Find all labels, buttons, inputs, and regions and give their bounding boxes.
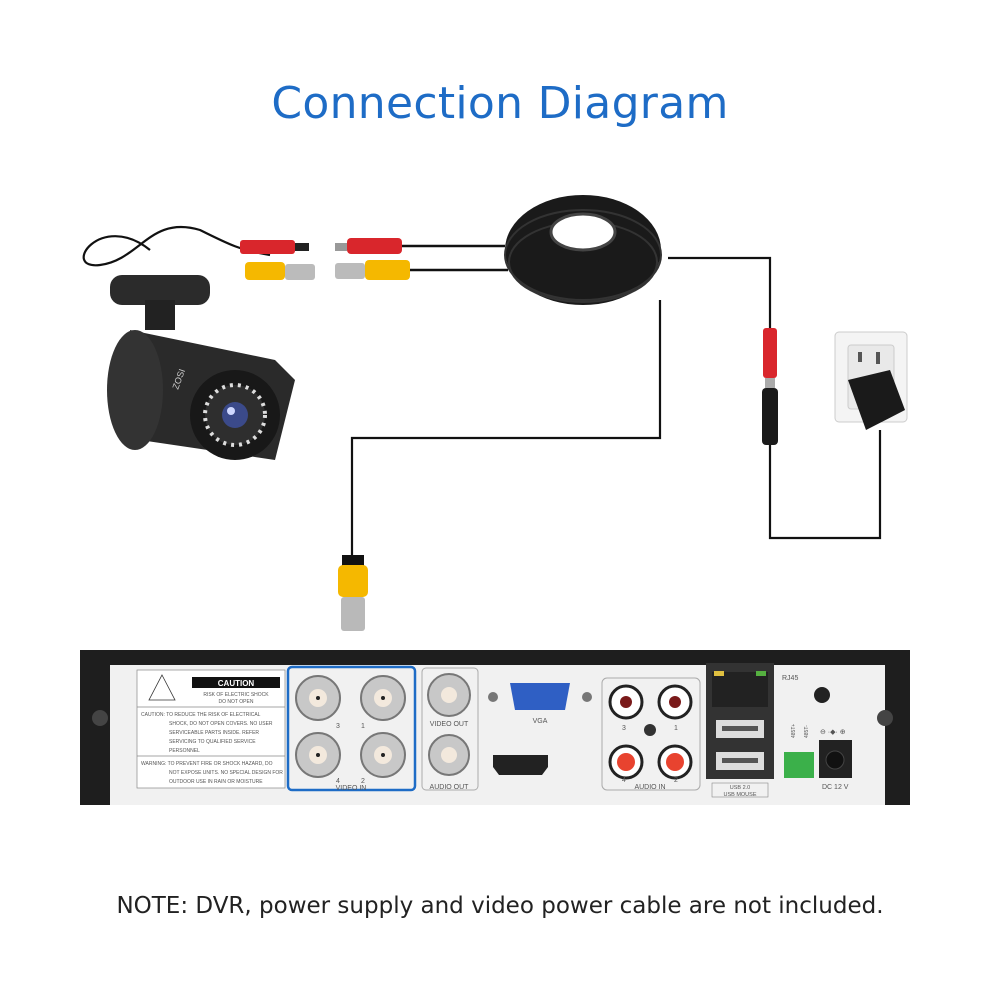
camera-bnc-connector xyxy=(245,262,315,280)
audio-in-label: AUDIO IN xyxy=(634,784,665,791)
warning-triangle-icon xyxy=(148,674,176,701)
port-number: 3 xyxy=(622,725,626,732)
usb-label: USB 2.0 xyxy=(730,785,750,791)
camera-pigtail xyxy=(82,225,271,267)
video-out-label: VIDEO OUT xyxy=(430,721,469,728)
port-number: 4 xyxy=(622,777,626,784)
warning-text: NOT EXPOSE UNITS. NO SPECIAL DESIGN FOR xyxy=(169,770,283,776)
usb-label: USB MOUSE xyxy=(723,792,756,798)
power-cable-to-adapter xyxy=(668,256,772,330)
warning-text: OUTDOOR USE IN RAIN OR MOISTURE xyxy=(169,779,263,785)
page-title: Connection Diagram xyxy=(271,78,729,129)
bullet-camera: ZOSI xyxy=(107,275,295,460)
port-number: 2 xyxy=(674,777,678,784)
rj45-label: RJ45 xyxy=(782,675,798,682)
caution-sub: DO NOT OPEN xyxy=(219,699,254,705)
wall-outlet-with-adapter xyxy=(834,331,908,430)
caution-text: PERSONNEL xyxy=(169,748,200,754)
caution-text: SERVICING TO QUALIFIED SERVICE xyxy=(169,739,256,745)
caution-title: CAUTION xyxy=(218,679,255,688)
dvr-rear-panel: CAUTION RISK OF ELECTRIC SHOCK DO NOT OP… xyxy=(80,650,910,805)
port-number: 2 xyxy=(361,778,365,785)
audio-out-label: AUDIO OUT xyxy=(430,784,470,791)
polarity-symbol: ⊖ ·◆· ⊕ xyxy=(820,729,846,736)
vga-port xyxy=(510,683,570,710)
power-cable-adapter-lead xyxy=(768,430,882,540)
caution-text: SERVICEABLE PARTS INSIDE. REFER xyxy=(169,730,259,736)
video-in-label: VIDEO IN xyxy=(336,785,367,792)
cable-coil xyxy=(504,195,662,305)
screw-icon xyxy=(92,710,108,726)
video-in-group: 3 1 4 2 VIDEO IN xyxy=(286,665,417,792)
port-number: 1 xyxy=(674,725,678,732)
warning-text: WARNING: TO PREVENT FIRE OR SHOCK HAZARD… xyxy=(141,761,273,767)
ground-screw-icon xyxy=(814,687,830,703)
rs485-label: 485T- xyxy=(804,725,810,738)
dvr-bnc-connector xyxy=(338,555,368,631)
coil-power-connector xyxy=(335,238,402,254)
port-number: 4 xyxy=(336,778,340,785)
rs485-terminal xyxy=(784,752,814,778)
hdmi-port xyxy=(493,755,548,775)
port-number: 3 xyxy=(336,723,340,730)
rs485-label: 485T+ xyxy=(791,724,797,738)
camera-power-connector xyxy=(240,240,309,254)
caution-label: CAUTION RISK OF ELECTRIC SHOCK DO NOT OP… xyxy=(136,669,286,789)
caution-text: CAUTION: TO REDUCE THE RISK OF ELECTRICA… xyxy=(141,712,261,718)
screw-icon xyxy=(877,710,893,726)
port-number: 1 xyxy=(361,723,365,730)
cables xyxy=(82,225,882,560)
note-text: NOTE: DVR, power supply and video power … xyxy=(116,893,884,919)
dc-label: DC 12 V xyxy=(822,784,849,791)
caution-sub: RISK OF ELECTRIC SHOCK xyxy=(203,692,269,698)
dc-power-plug xyxy=(762,328,778,445)
vga-label: VGA xyxy=(533,718,548,725)
coil-bnc-connector xyxy=(335,260,410,280)
caution-text: SHOCK, DO NOT OPEN COVERS. NO USER xyxy=(169,721,273,727)
video-cable-to-dvr xyxy=(350,300,662,560)
